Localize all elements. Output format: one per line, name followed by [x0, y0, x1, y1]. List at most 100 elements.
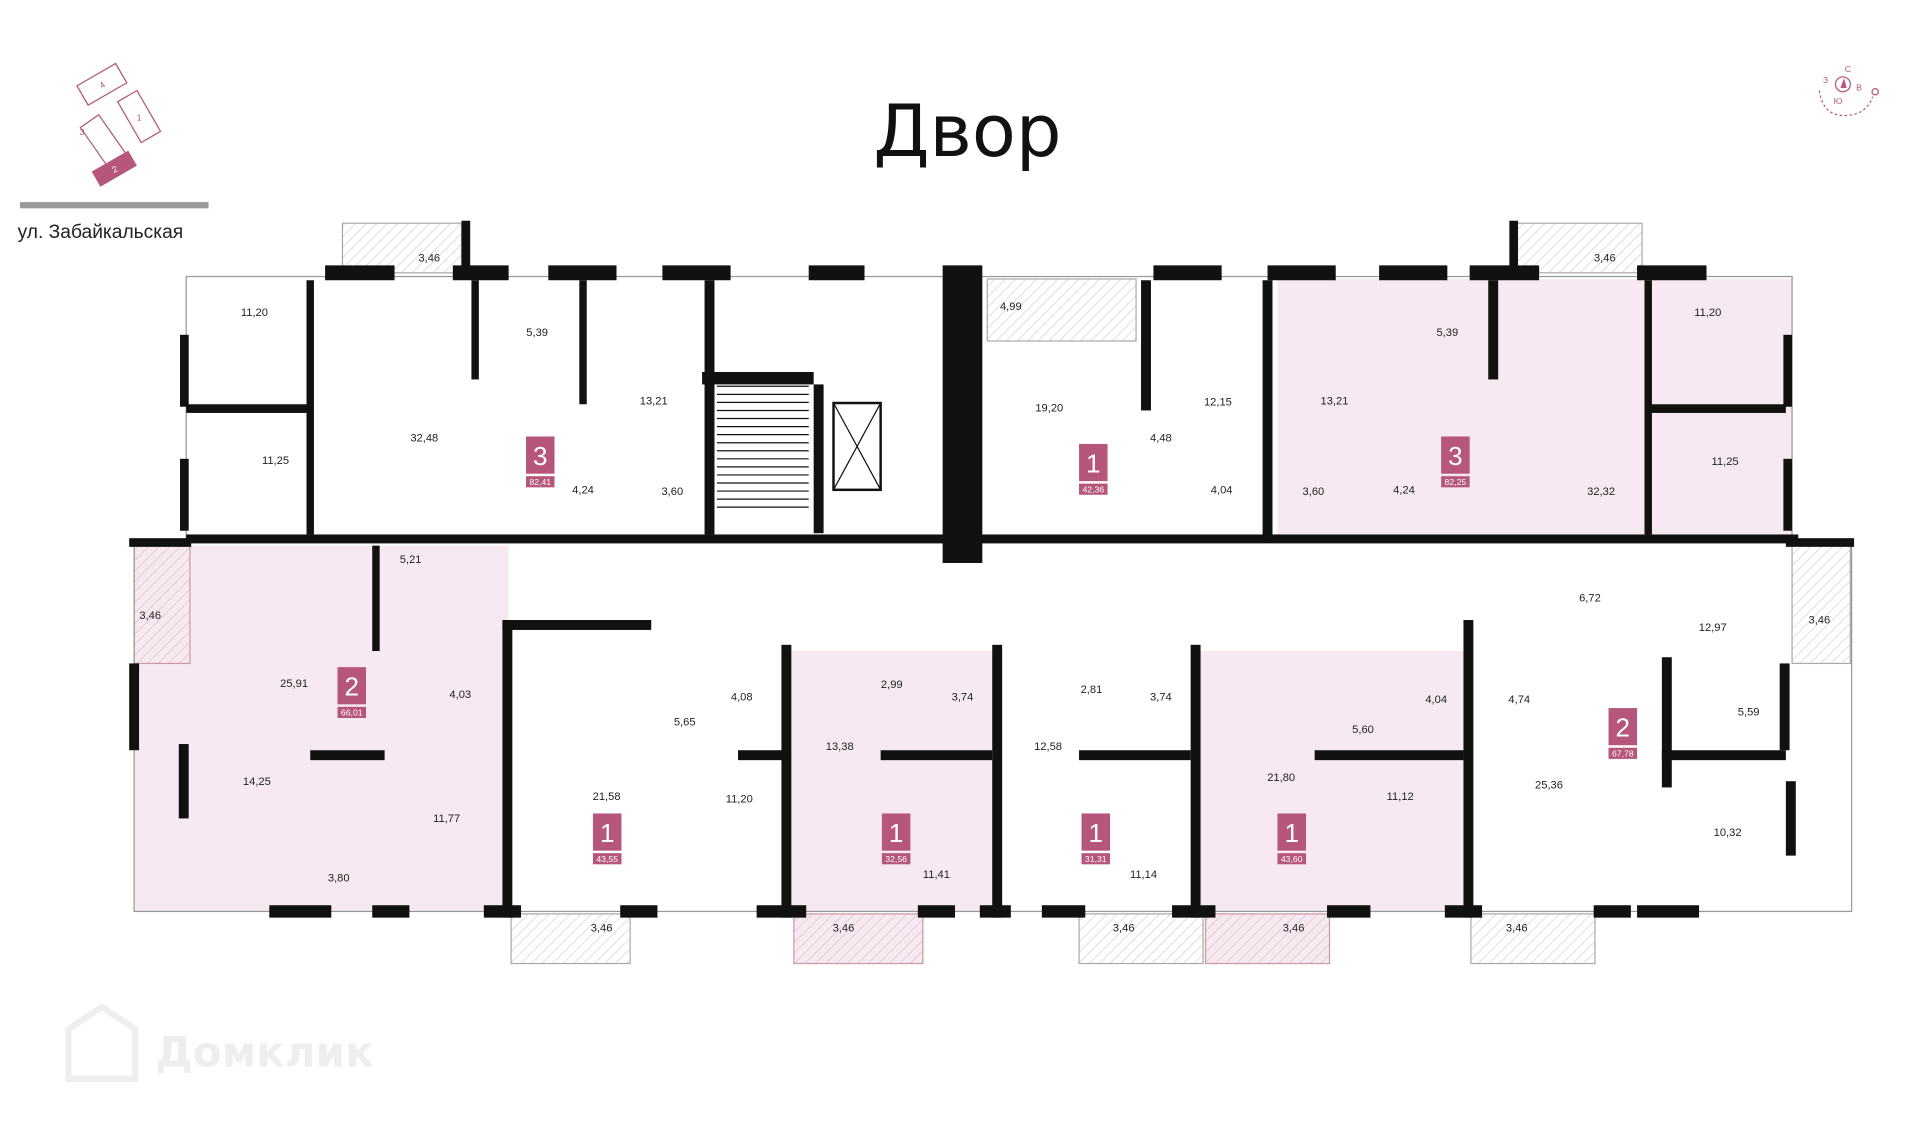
balconies [133, 222, 1851, 965]
apartment-badge[interactable]: 143,60 [1277, 813, 1306, 865]
highlighted-apartments [134, 279, 1793, 912]
apartment-badge[interactable]: 132,56 [881, 813, 911, 865]
room-area-label: 11,14 [1130, 869, 1157, 881]
apartment-area: 43,60 [1281, 854, 1303, 864]
page-title: Двор [873, 89, 1061, 173]
room-area-label: 4,08 [731, 692, 753, 704]
room-area-label: 4,24 [1393, 485, 1415, 497]
room-area-label: 32,32 [1587, 486, 1615, 498]
apartment-rooms: 3 [533, 441, 547, 471]
apartment-badge[interactable]: 143,55 [592, 813, 622, 865]
room-area-label: 5,59 [1738, 707, 1760, 719]
room-area-label: 11,41 [923, 869, 950, 881]
room-area-label: 25,91 [280, 678, 308, 690]
room-area-label: 5,60 [1352, 724, 1374, 736]
apartment-badge[interactable]: 267,78 [1608, 708, 1638, 759]
svg-text:Домклик: Домклик [155, 1027, 374, 1076]
apartment-badge[interactable]: 142,36 [1079, 443, 1108, 495]
room-area-label: 11,77 [433, 813, 460, 825]
room-area-label: 3,74 [1150, 692, 1172, 704]
apartment-rooms: 1 [600, 818, 614, 848]
apartment-rooms: 1 [1089, 818, 1103, 848]
room-area-label: 5,65 [674, 716, 696, 728]
room-area-label: 4,04 [1425, 694, 1447, 706]
room-area-label: 3,46 [1808, 615, 1830, 627]
room-area-label: 11,25 [1712, 456, 1739, 468]
compass-icon: С З В Ю [1818, 64, 1879, 117]
walls [129, 220, 1855, 918]
room-area-label: 13,21 [1321, 395, 1349, 407]
room-area-label: 11,20 [1694, 307, 1721, 319]
room-area-label: 3,60 [1303, 486, 1325, 498]
site-plan: 4 1 3 2 ул. Забайкальская [18, 62, 209, 243]
room-area-label: 4,48 [1150, 432, 1172, 444]
domclick-watermark: Домклик [65, 1003, 374, 1082]
room-area-label: 5,39 [1436, 327, 1458, 339]
apartment-rooms: 3 [1448, 441, 1462, 471]
room-area-label: 4,99 [1000, 301, 1022, 313]
room-area-label: 12,97 [1699, 622, 1727, 634]
room-area-label: 13,38 [826, 741, 854, 753]
room-area-label: 2,99 [881, 679, 903, 691]
building-4: 4 [76, 62, 128, 106]
room-area-label: 3,46 [1113, 922, 1135, 934]
stairwell [716, 377, 882, 508]
room-area-label: 11,20 [241, 307, 268, 319]
room-area-label: 2,81 [1081, 684, 1103, 696]
apartment-badges: 382,41142,36382,25266,01143,55132,56131,… [337, 436, 1638, 865]
room-area-label: 25,36 [1535, 780, 1563, 792]
room-area-label: 3,74 [952, 692, 974, 704]
apartment-area: 82,25 [1445, 477, 1467, 487]
room-area-label: 13,21 [640, 395, 668, 407]
apartment-rooms: 2 [1616, 713, 1630, 743]
svg-text:4: 4 [98, 79, 107, 90]
street-label: ул. Забайкальская [18, 222, 184, 243]
apartment-badge[interactable]: 266,01 [337, 667, 367, 718]
apartment-area: 31,31 [1085, 854, 1107, 864]
svg-text:С: С [1845, 64, 1851, 74]
room-area-label: 4,04 [1211, 485, 1233, 497]
svg-text:Ю: Ю [1834, 96, 1843, 106]
apartment-area: 67,78 [1612, 748, 1634, 758]
apartment-badge[interactable]: 382,25 [1441, 436, 1470, 488]
room-area-label: 19,20 [1035, 403, 1063, 415]
apartment-area: 66,01 [341, 708, 363, 718]
svg-text:В: В [1856, 83, 1862, 93]
room-area-label: 3,60 [661, 486, 683, 498]
apartment-badge[interactable]: 382,41 [525, 436, 555, 488]
room-area-label: 3,80 [328, 873, 350, 885]
building-1: 1 [116, 89, 162, 144]
street-bar [20, 202, 209, 209]
room-area-label: 32,48 [410, 432, 438, 444]
svg-text:1: 1 [137, 112, 142, 122]
building-3-label: 3 [80, 127, 85, 137]
room-area-label: 3,46 [139, 610, 161, 622]
room-area-label: 11,25 [262, 455, 289, 467]
apartment-rooms: 1 [1284, 818, 1298, 848]
room-area-label: 5,39 [526, 327, 548, 339]
room-area-label: 10,32 [1714, 827, 1742, 839]
apartment-area: 43,55 [596, 854, 618, 864]
room-area-label: 12,15 [1204, 396, 1232, 408]
room-labels: 3,46 11,20 5,39 13,21 32,48 11,25 4,24 3,60 4,99… [139, 253, 1830, 935]
room-area-label: 3,46 [418, 253, 440, 265]
room-area-label: 11,12 [1387, 791, 1414, 803]
room-area-label: 14,25 [243, 776, 271, 788]
room-area-label: 4,03 [449, 689, 471, 701]
svg-text:2: 2 [110, 164, 119, 175]
building-2-current: 2 [91, 150, 137, 187]
apartment-rooms: 1 [1086, 448, 1100, 478]
apartment-rooms: 2 [345, 672, 359, 702]
room-area-label: 3,46 [1283, 922, 1305, 934]
apartment-area: 32,56 [885, 854, 907, 864]
room-area-label: 3,46 [1594, 253, 1616, 265]
room-area-label: 21,58 [593, 791, 621, 803]
apartment-rooms: 1 [889, 818, 903, 848]
apartment-badge[interactable]: 131,31 [1081, 813, 1111, 865]
apartment-area: 82,41 [529, 477, 551, 487]
room-area-label: 3,46 [1506, 922, 1528, 934]
room-area-label: 5,21 [400, 554, 422, 566]
apartment-area: 42,36 [1082, 484, 1104, 494]
room-area-label: 6,72 [1579, 592, 1601, 604]
